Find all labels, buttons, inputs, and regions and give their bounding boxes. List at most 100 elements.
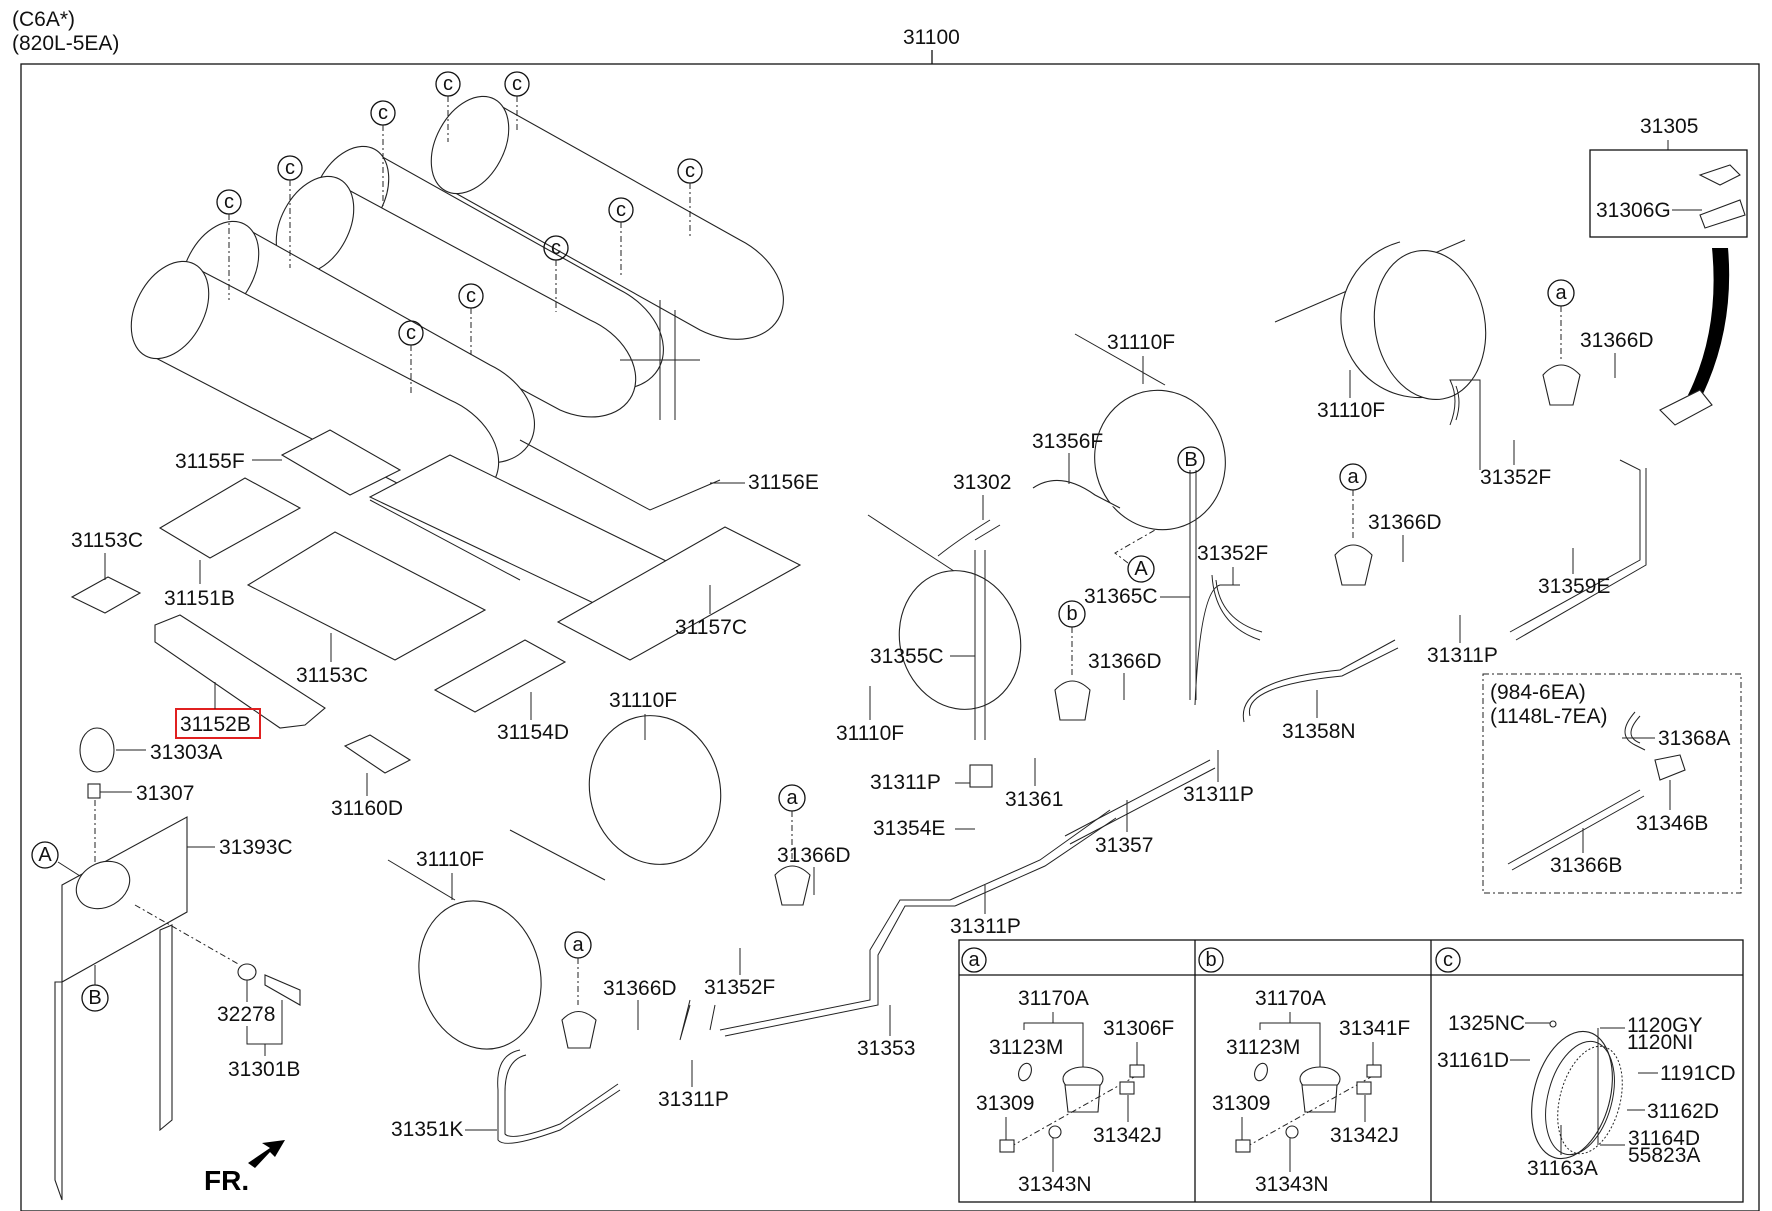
part-label[interactable]: 31157C xyxy=(675,616,747,639)
part-label[interactable]: 31342J xyxy=(1330,1124,1399,1147)
part-label[interactable]: 31311P xyxy=(870,771,941,794)
part-label[interactable]: 31163A xyxy=(1527,1157,1598,1180)
part-label[interactable]: 31153C xyxy=(71,529,143,552)
valve-handle xyxy=(1698,164,1741,186)
part-label[interactable]: 31110F xyxy=(1317,399,1385,422)
part-label[interactable]: 31160D xyxy=(331,797,403,820)
callout-B[interactable]: B xyxy=(1177,446,1205,474)
part-label[interactable]: 31161D xyxy=(1437,1049,1509,1072)
part-label[interactable]: 31366D xyxy=(1580,329,1654,352)
part-label[interactable]: 31366B xyxy=(1550,854,1622,877)
part-label-highlighted[interactable]: 31152B xyxy=(180,713,251,736)
part-label[interactable]: 31311P xyxy=(950,915,1021,938)
part-label[interactable]: 31311P xyxy=(658,1088,729,1111)
callout-a[interactable]: a xyxy=(564,931,592,959)
part-label[interactable]: 31153C xyxy=(296,664,368,687)
highlight-box xyxy=(175,708,261,739)
part-label[interactable]: 31164D xyxy=(1628,1127,1700,1150)
part-label[interactable]: 31155F xyxy=(175,450,245,473)
part-label[interactable]: 31354E xyxy=(873,817,945,840)
callout-c[interactable]: c xyxy=(677,158,703,184)
part-label[interactable]: 31110F xyxy=(609,689,677,712)
callout-a[interactable]: a xyxy=(1547,279,1575,307)
part-label[interactable]: 31301B xyxy=(228,1058,300,1081)
part-label[interactable]: 31365C xyxy=(1084,585,1158,608)
callout-B[interactable]: B xyxy=(81,984,109,1012)
part-label[interactable]: 31305 xyxy=(1640,115,1698,138)
part-label[interactable]: 1325NC xyxy=(1448,1012,1525,1035)
detail-panel-c: c 1325NC 1120GY 1120NI 31161D 1191CD 311… xyxy=(1435,947,1736,1180)
part-label[interactable]: 31343N xyxy=(1255,1173,1329,1196)
part-label[interactable]: 32278 xyxy=(217,1003,275,1026)
svg-text:a: a xyxy=(968,949,980,971)
front-arrow-icon xyxy=(248,1140,285,1168)
part-label[interactable]: 31359E xyxy=(1538,575,1610,598)
part-label[interactable]: 31311P xyxy=(1183,783,1254,806)
svg-text:A: A xyxy=(38,844,52,866)
part-label[interactable]: 31302 xyxy=(953,471,1011,494)
part-label[interactable]: 31123M xyxy=(1226,1036,1300,1059)
plumbing xyxy=(497,379,1647,1144)
part-label[interactable]: 1191CD xyxy=(1660,1062,1736,1085)
part-label[interactable]: 31351K xyxy=(391,1118,463,1141)
part-label[interactable]: 31170A xyxy=(1018,987,1089,1010)
svg-text:a: a xyxy=(786,787,798,809)
callout-a[interactable]: a xyxy=(778,784,806,812)
callout-A[interactable]: A xyxy=(31,841,59,869)
part-label[interactable]: 31306F xyxy=(1103,1017,1174,1040)
part-label[interactable]: 31352F xyxy=(704,976,775,999)
part-label[interactable]: 31110F xyxy=(836,722,904,745)
part-label[interactable]: 31110F xyxy=(1107,331,1175,354)
part-label[interactable]: 31303A xyxy=(150,741,222,764)
part-label[interactable]: 31162D xyxy=(1647,1100,1719,1123)
part-label[interactable]: 31309 xyxy=(1212,1092,1270,1115)
svg-text:c: c xyxy=(443,73,453,95)
kit-box xyxy=(1589,149,1748,238)
callout-c[interactable]: c xyxy=(216,189,242,215)
part-label[interactable]: 31110F xyxy=(416,848,484,871)
part-label[interactable]: 31151B xyxy=(164,587,235,610)
callout-a[interactable]: a xyxy=(1339,463,1367,491)
part-label[interactable]: 31366D xyxy=(1088,650,1162,673)
part-label[interactable]: 31361 xyxy=(1005,788,1063,811)
part-label[interactable]: 31366D xyxy=(603,977,677,1000)
part-label[interactable]: 31355C xyxy=(870,645,944,668)
part-label[interactable]: 1120GY xyxy=(1627,1014,1703,1037)
part-label[interactable]: 31156E xyxy=(748,471,819,494)
part-label[interactable]: 31357 xyxy=(1095,834,1153,857)
part-label[interactable]: 31346B xyxy=(1636,812,1708,835)
part-label[interactable]: 31309 xyxy=(976,1092,1034,1115)
part-label[interactable]: 31393C xyxy=(219,836,293,859)
part-label[interactable]: 1120NI xyxy=(1627,1031,1693,1054)
part-label[interactable]: 31352F xyxy=(1197,542,1268,565)
svg-text:c: c xyxy=(285,157,295,179)
assembly-number[interactable]: 31100 xyxy=(903,26,960,49)
part-label[interactable]: 31366D xyxy=(777,844,851,867)
part-label[interactable]: 31123M xyxy=(989,1036,1063,1059)
part-label[interactable]: 55823A xyxy=(1628,1144,1700,1167)
part-label[interactable]: 31170A xyxy=(1255,987,1326,1010)
part-label[interactable]: 31343N xyxy=(1018,1173,1092,1196)
callout-c[interactable]: c xyxy=(435,71,461,97)
part-label[interactable]: 31368A xyxy=(1658,727,1730,750)
part-label[interactable]: 31154D xyxy=(497,721,569,744)
callout-b[interactable]: b xyxy=(1058,600,1086,628)
callout-c[interactable]: c xyxy=(504,71,530,97)
part-label[interactable]: 31356F xyxy=(1032,430,1103,453)
callout-c[interactable]: c xyxy=(277,155,303,181)
part-label[interactable]: 31358N xyxy=(1282,720,1356,743)
part-label[interactable]: 31342J xyxy=(1093,1124,1162,1147)
part-label[interactable]: 31341F xyxy=(1339,1017,1410,1040)
diagram-frame xyxy=(20,63,1760,1211)
part-label[interactable]: 31306G xyxy=(1596,199,1671,222)
part-label[interactable]: 31353 xyxy=(857,1037,915,1060)
part-label[interactable]: 31311P xyxy=(1427,644,1498,667)
callout-c[interactable]: c xyxy=(370,100,396,126)
part-label[interactable]: 31352F xyxy=(1480,466,1551,489)
valve-kit-31305: 31305 31306G xyxy=(1589,115,1748,426)
front-indicator: FR. xyxy=(204,1165,249,1196)
part-label[interactable]: 31307 xyxy=(136,782,194,805)
svg-text:b: b xyxy=(1066,603,1077,625)
callout-A[interactable]: A xyxy=(1127,555,1155,583)
part-label[interactable]: 31366D xyxy=(1368,511,1442,534)
